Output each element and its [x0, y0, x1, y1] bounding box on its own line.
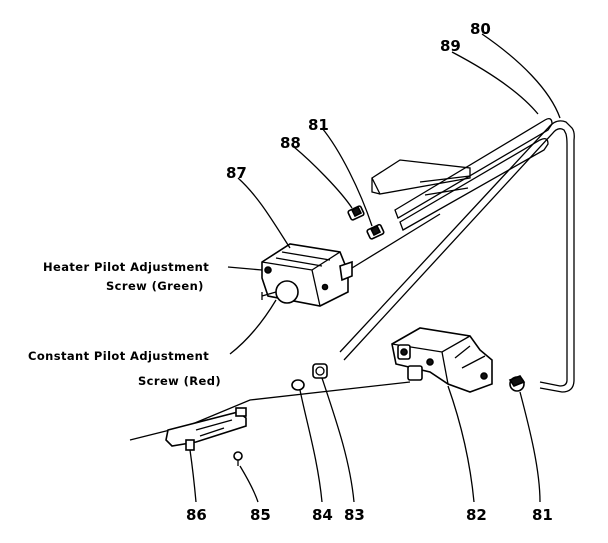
- callout-85: 85: [250, 506, 271, 524]
- gas-valve-87: [261, 213, 441, 307]
- fitting-81-top: [366, 223, 385, 240]
- callout-89: 89: [440, 37, 461, 55]
- burner-assembly-82: [391, 327, 493, 393]
- callout-82: 82: [466, 506, 487, 524]
- callout-83: 83: [344, 506, 365, 524]
- screw-85: [233, 451, 243, 466]
- washer-84: [291, 379, 305, 391]
- label-heater-pilot-line1: Heater Pilot Adjustment: [43, 260, 209, 274]
- callout-88: 88: [280, 134, 301, 152]
- callout-87: 87: [226, 164, 247, 182]
- label-constant-pilot-line1: Constant Pilot Adjustment: [28, 349, 209, 363]
- callout-84: 84: [312, 506, 333, 524]
- nut-83: [312, 363, 328, 379]
- callout-80: 80: [470, 20, 491, 38]
- fitting-81-bottom: [508, 375, 526, 392]
- callout-81-top: 81: [308, 116, 329, 134]
- bracket-86: [165, 407, 247, 451]
- fitting-88: [347, 205, 365, 221]
- leader-lines: [189, 33, 561, 503]
- pilot-tube-89: [371, 118, 553, 231]
- pilot-tube-80: [339, 120, 575, 393]
- callout-81-bottom: 81: [532, 506, 553, 524]
- label-heater-pilot-line2: Screw (Green): [106, 279, 204, 293]
- label-constant-pilot-line2: Screw (Red): [138, 374, 221, 388]
- callout-86: 86: [186, 506, 207, 524]
